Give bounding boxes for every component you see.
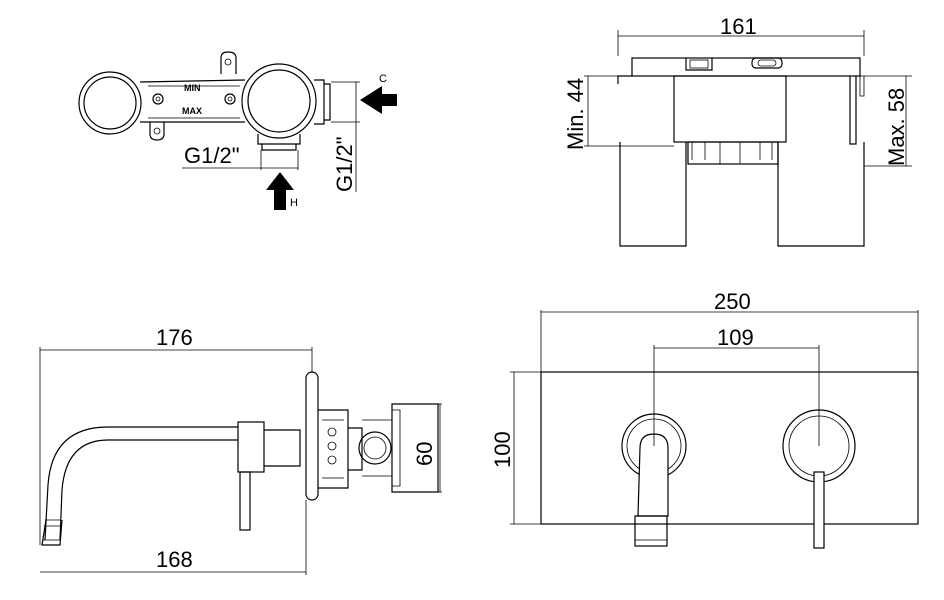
spout-lower-edge — [59, 439, 238, 541]
left-valve-inner — [83, 76, 137, 130]
min-depth-label: Min. 44 — [563, 78, 588, 150]
min-label: MIN — [184, 83, 201, 93]
body-height-label: 60 — [412, 442, 437, 466]
plate-height-label: 100 — [490, 431, 515, 468]
left-valve-outer — [78, 71, 142, 135]
mixer-side-elevation: 176 168 60 — [39, 325, 442, 575]
mixer-front-view: 250 109 100 — [490, 289, 919, 549]
thread-vertical-label: G1/2" — [332, 136, 357, 192]
hot-inlet-arrow-icon: H — [266, 172, 298, 210]
concealed-body-side-view: 161 Min. 44 Max. 58 — [563, 14, 912, 247]
max-label: MAX — [182, 106, 202, 116]
wall-plate — [540, 371, 919, 525]
concealed-body-top-view: MIN MAX G1/2" G1/2" C H — [78, 51, 397, 210]
hot-label: H — [290, 197, 298, 209]
width-161-label: 161 — [720, 14, 757, 39]
plate-width-label: 250 — [714, 289, 751, 314]
cold-label: C — [379, 73, 387, 85]
right-valve-outer — [241, 63, 317, 139]
max-depth-label: Max. 58 — [884, 88, 909, 166]
spout-length-label: 168 — [156, 547, 193, 572]
spout-upper-edge — [44, 426, 238, 541]
thread-horizontal-label: G1/2" — [184, 143, 240, 168]
overall-length-label: 176 — [156, 325, 193, 350]
right-valve-inner — [247, 69, 311, 133]
cold-inlet-arrow-icon: C — [360, 73, 397, 114]
center-distance-label: 109 — [717, 325, 754, 350]
